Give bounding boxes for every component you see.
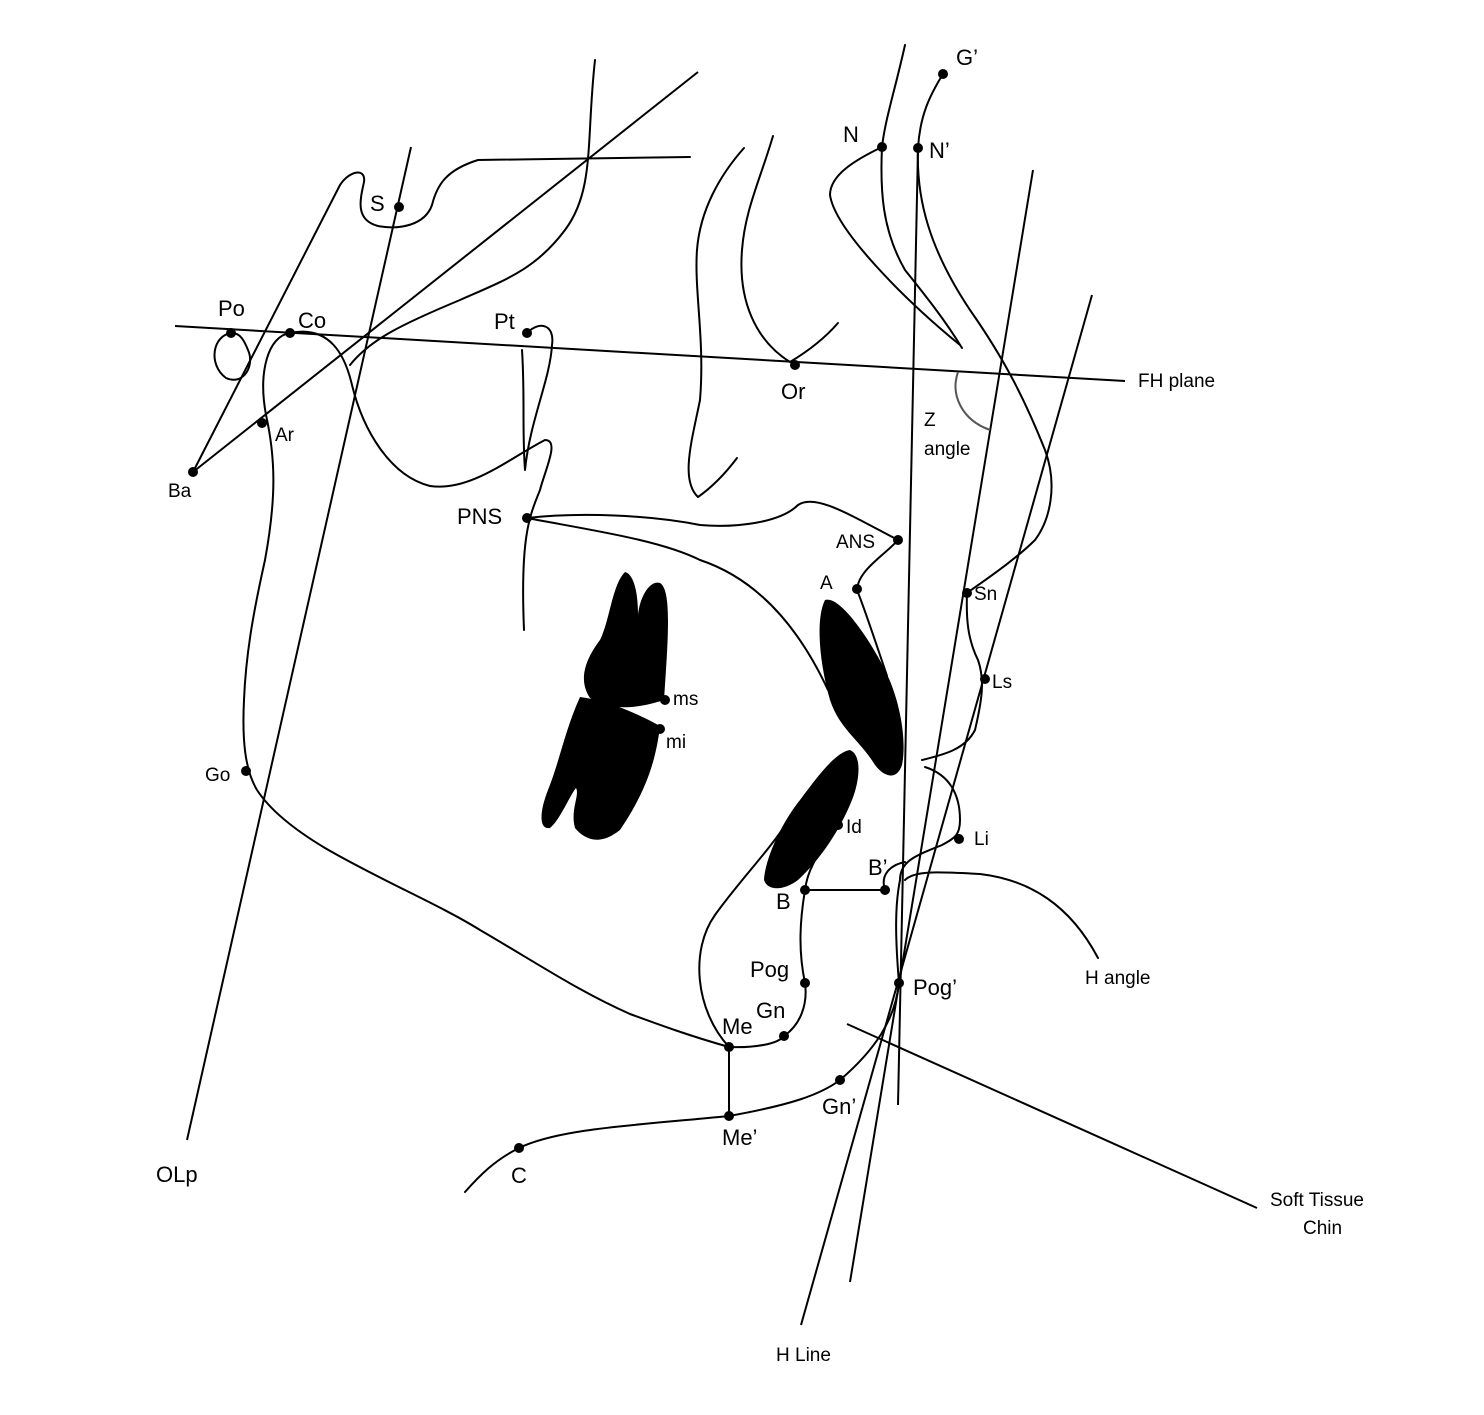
- mi-point: [655, 724, 665, 734]
- gn-point: [779, 1031, 789, 1041]
- pt-point: [522, 328, 532, 338]
- me-prime-point: [724, 1111, 734, 1121]
- go-point: [241, 766, 251, 776]
- label-mi: mi: [666, 732, 686, 753]
- label-b: B: [776, 889, 791, 914]
- soft-tissue-chin-line: [846, 1023, 1258, 1209]
- n-prime-point: [913, 143, 923, 153]
- h-line: [800, 294, 1093, 1326]
- s-point: [394, 202, 404, 212]
- ar-point: [257, 418, 267, 428]
- co-point: [285, 328, 295, 338]
- n-prime-vertical-line: [897, 147, 919, 1106]
- label-c: C: [511, 1163, 527, 1188]
- label-go: Go: [205, 765, 230, 786]
- olp-line: [186, 146, 412, 1141]
- frontal-contour: [829, 146, 961, 346]
- ls-point: [980, 674, 990, 684]
- b-prime-point: [880, 885, 890, 895]
- sella-turcica-contour: [192, 156, 691, 473]
- lower-incisor-tooth: [764, 750, 859, 889]
- label-a: A: [820, 573, 833, 594]
- label-pt: Pt: [494, 309, 515, 334]
- cranial-base-curve: [349, 59, 596, 366]
- symphysis-posterior-contour: [698, 817, 791, 1048]
- g-prime-point: [938, 69, 948, 79]
- li-point: [954, 834, 964, 844]
- pns-point: [522, 513, 532, 523]
- z-line: [849, 169, 1034, 1283]
- label-po: Po: [218, 296, 245, 321]
- label-pns: PNS: [457, 504, 502, 529]
- label-ar: Ar: [275, 425, 295, 446]
- ms-point: [660, 695, 670, 705]
- label-h-angle: H angle: [1085, 968, 1151, 989]
- label-olp: OLp: [156, 1162, 198, 1187]
- label-z-angle-1: Z: [924, 410, 936, 431]
- upper-incisor-tooth: [819, 599, 904, 776]
- label-pog-prime: Pog’: [913, 975, 957, 1000]
- label-b-prime: B’: [868, 855, 888, 880]
- gn-prime-point: [835, 1075, 845, 1085]
- a-point: [852, 584, 862, 594]
- nasal-bone-contour: [880, 44, 963, 349]
- me-point: [724, 1042, 734, 1052]
- n-point: [877, 142, 887, 152]
- ans-point: [893, 535, 903, 545]
- label-n: N: [843, 122, 859, 147]
- label-pog: Pog: [750, 957, 789, 982]
- pterygoid-fissure: [521, 324, 554, 471]
- condyle-posterior-curve: [289, 330, 553, 631]
- pog-point: [800, 978, 810, 988]
- h-angle-arc: [904, 871, 1099, 959]
- upper-lip-contour: [921, 592, 983, 761]
- ba-point: [188, 467, 198, 477]
- sn-point: [962, 588, 972, 598]
- label-soft-tissue-chin-2: Chin: [1303, 1218, 1342, 1239]
- label-or: Or: [781, 379, 805, 404]
- label-co: Co: [298, 308, 326, 333]
- anterior-cranial-line: [192, 71, 699, 473]
- label-z-angle-2: angle: [924, 439, 971, 460]
- lower-lip-contour: [899, 766, 961, 881]
- label-gn: Gn: [756, 998, 785, 1023]
- label-s: S: [370, 191, 385, 216]
- label-fh-plane: FH plane: [1138, 371, 1215, 392]
- label-ls: Ls: [992, 672, 1012, 693]
- fh-plane-line: [174, 325, 1126, 382]
- label-id: Id: [846, 817, 862, 838]
- palate-oral-contour: [526, 517, 829, 691]
- palatal-plane: [526, 500, 899, 541]
- lower-molar-tooth: [541, 697, 660, 840]
- po-point: [226, 328, 236, 338]
- z-angle-arc: [954, 371, 991, 431]
- b-point: [800, 885, 810, 895]
- label-li: Li: [974, 829, 989, 850]
- upper-molar-tooth: [583, 572, 668, 708]
- orbit-contour-anterior: [740, 135, 839, 363]
- label-h-line: H Line: [776, 1345, 831, 1366]
- label-ans: ANS: [836, 532, 875, 553]
- label-g-prime: G’: [956, 45, 978, 70]
- id-point: [833, 820, 843, 830]
- label-me-prime: Me’: [722, 1125, 757, 1150]
- label-ms: ms: [673, 689, 698, 710]
- pog-prime-point: [894, 978, 904, 988]
- label-n-prime: N’: [929, 138, 950, 163]
- label-sn: Sn: [974, 584, 997, 605]
- or-point: [790, 360, 800, 370]
- c-point: [514, 1143, 524, 1153]
- label-me: Me: [722, 1014, 753, 1039]
- porion-ear-rod: [213, 332, 252, 381]
- label-ba: Ba: [168, 481, 192, 502]
- label-gn-prime: Gn’: [822, 1094, 856, 1119]
- orbit-contour-posterior: [687, 147, 745, 498]
- condyle-ramus-contour: [242, 332, 730, 1048]
- label-soft-tissue-chin-1: Soft Tissue: [1270, 1190, 1364, 1211]
- soft-tissue-chin-contour: [464, 879, 901, 1193]
